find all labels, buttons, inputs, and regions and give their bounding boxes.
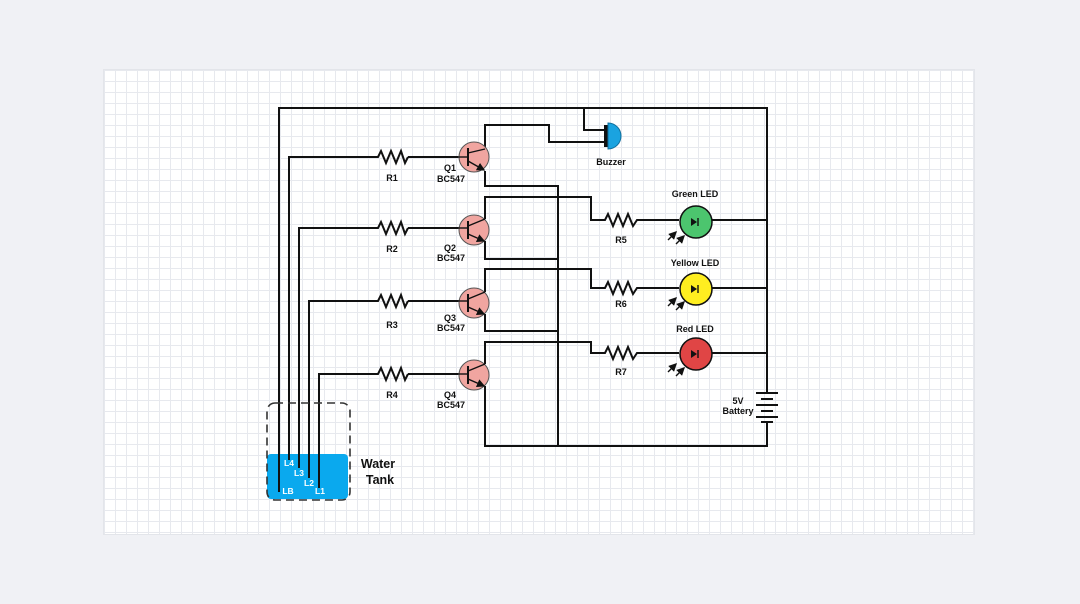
top-rail-wire (278, 107, 768, 492)
r4-label: R4 (386, 390, 398, 400)
q2-collector-wire (484, 196, 601, 221)
r2-label: R2 (386, 244, 398, 254)
q2-model-label: BC547 (437, 253, 465, 263)
tank-label-line1: Water (361, 457, 395, 471)
q3-emitter-wire (484, 314, 558, 332)
transistor-q2: Q2 BC547 (437, 214, 490, 263)
buzzer-feed-wire (583, 108, 604, 131)
green-led-label: Green LED (672, 189, 719, 199)
r6-label: R6 (615, 299, 627, 309)
transistor-q3: Q3 BC547 (437, 287, 490, 333)
q4-model-label: BC547 (437, 400, 465, 410)
q1-model-label: BC547 (437, 174, 465, 184)
l4-probe-wire (288, 156, 374, 492)
l3-probe-wire (298, 227, 374, 492)
wires (278, 107, 768, 492)
resistor-r3: R3 (374, 292, 409, 330)
battery-label: Battery (722, 406, 753, 416)
q3-collector-wire (484, 268, 601, 292)
q3-model-label: BC547 (437, 323, 465, 333)
probe-l3-label: L3 (294, 468, 304, 478)
q4-collector-wire (484, 341, 601, 364)
red-led: Red LED (667, 324, 714, 377)
probe-l4-label: L4 (284, 458, 294, 468)
r5-label: R5 (615, 235, 627, 245)
yellow-led: Yellow LED (667, 258, 720, 311)
buzzer: Buzzer (596, 122, 626, 167)
q1-id-label: Q1 (444, 163, 456, 173)
probe-l2-label: L2 (304, 478, 314, 488)
q4-id-label: Q4 (444, 390, 456, 400)
tank-outline (266, 402, 351, 501)
battery: 5V Battery (722, 392, 778, 423)
yellow-led-label: Yellow LED (671, 258, 720, 268)
r3-label: R3 (386, 320, 398, 330)
q4-emitter-ground-wire (484, 386, 768, 447)
water-tank: L4 L3 L2 L1 LB Water Tank (266, 402, 395, 501)
q2-id-label: Q2 (444, 243, 456, 253)
red-led-label: Red LED (676, 324, 714, 334)
r7-label: R7 (615, 367, 627, 377)
r1-label: R1 (386, 173, 398, 183)
probe-lb-label: LB (282, 486, 293, 496)
l1-probe-wire (318, 373, 374, 492)
water-fill (267, 454, 348, 499)
q2-emitter-wire (484, 241, 558, 260)
q1-emitter-wire (484, 171, 559, 446)
green-led: Green LED (667, 189, 719, 245)
transistor-q1: Q1 BC547 (437, 141, 490, 184)
q3-id-label: Q3 (444, 313, 456, 323)
circuit-schematic: R1 R2 R3 R4 R5 R6 R7 Q1 BC547 Q2 (266, 107, 778, 501)
battery-voltage-label: 5V (732, 396, 743, 406)
probe-l1-label: L1 (315, 486, 325, 496)
resistor-r6: R6 (601, 279, 640, 309)
diagram-canvas: R1 R2 R3 R4 R5 R6 R7 Q1 BC547 Q2 (103, 69, 975, 535)
resistor-r1: R1 (374, 148, 409, 183)
resistor-r5: R5 (601, 211, 640, 245)
tank-label-line2: Tank (366, 473, 394, 487)
l2-probe-wire (308, 300, 374, 492)
resistor-r7: R7 (601, 344, 640, 377)
transistor-q4: Q4 BC547 (437, 359, 490, 410)
buzzer-label: Buzzer (596, 157, 626, 167)
resistor-r2: R2 (374, 219, 409, 254)
resistor-r4: R4 (374, 365, 409, 400)
q1-collector-wire (484, 124, 604, 149)
